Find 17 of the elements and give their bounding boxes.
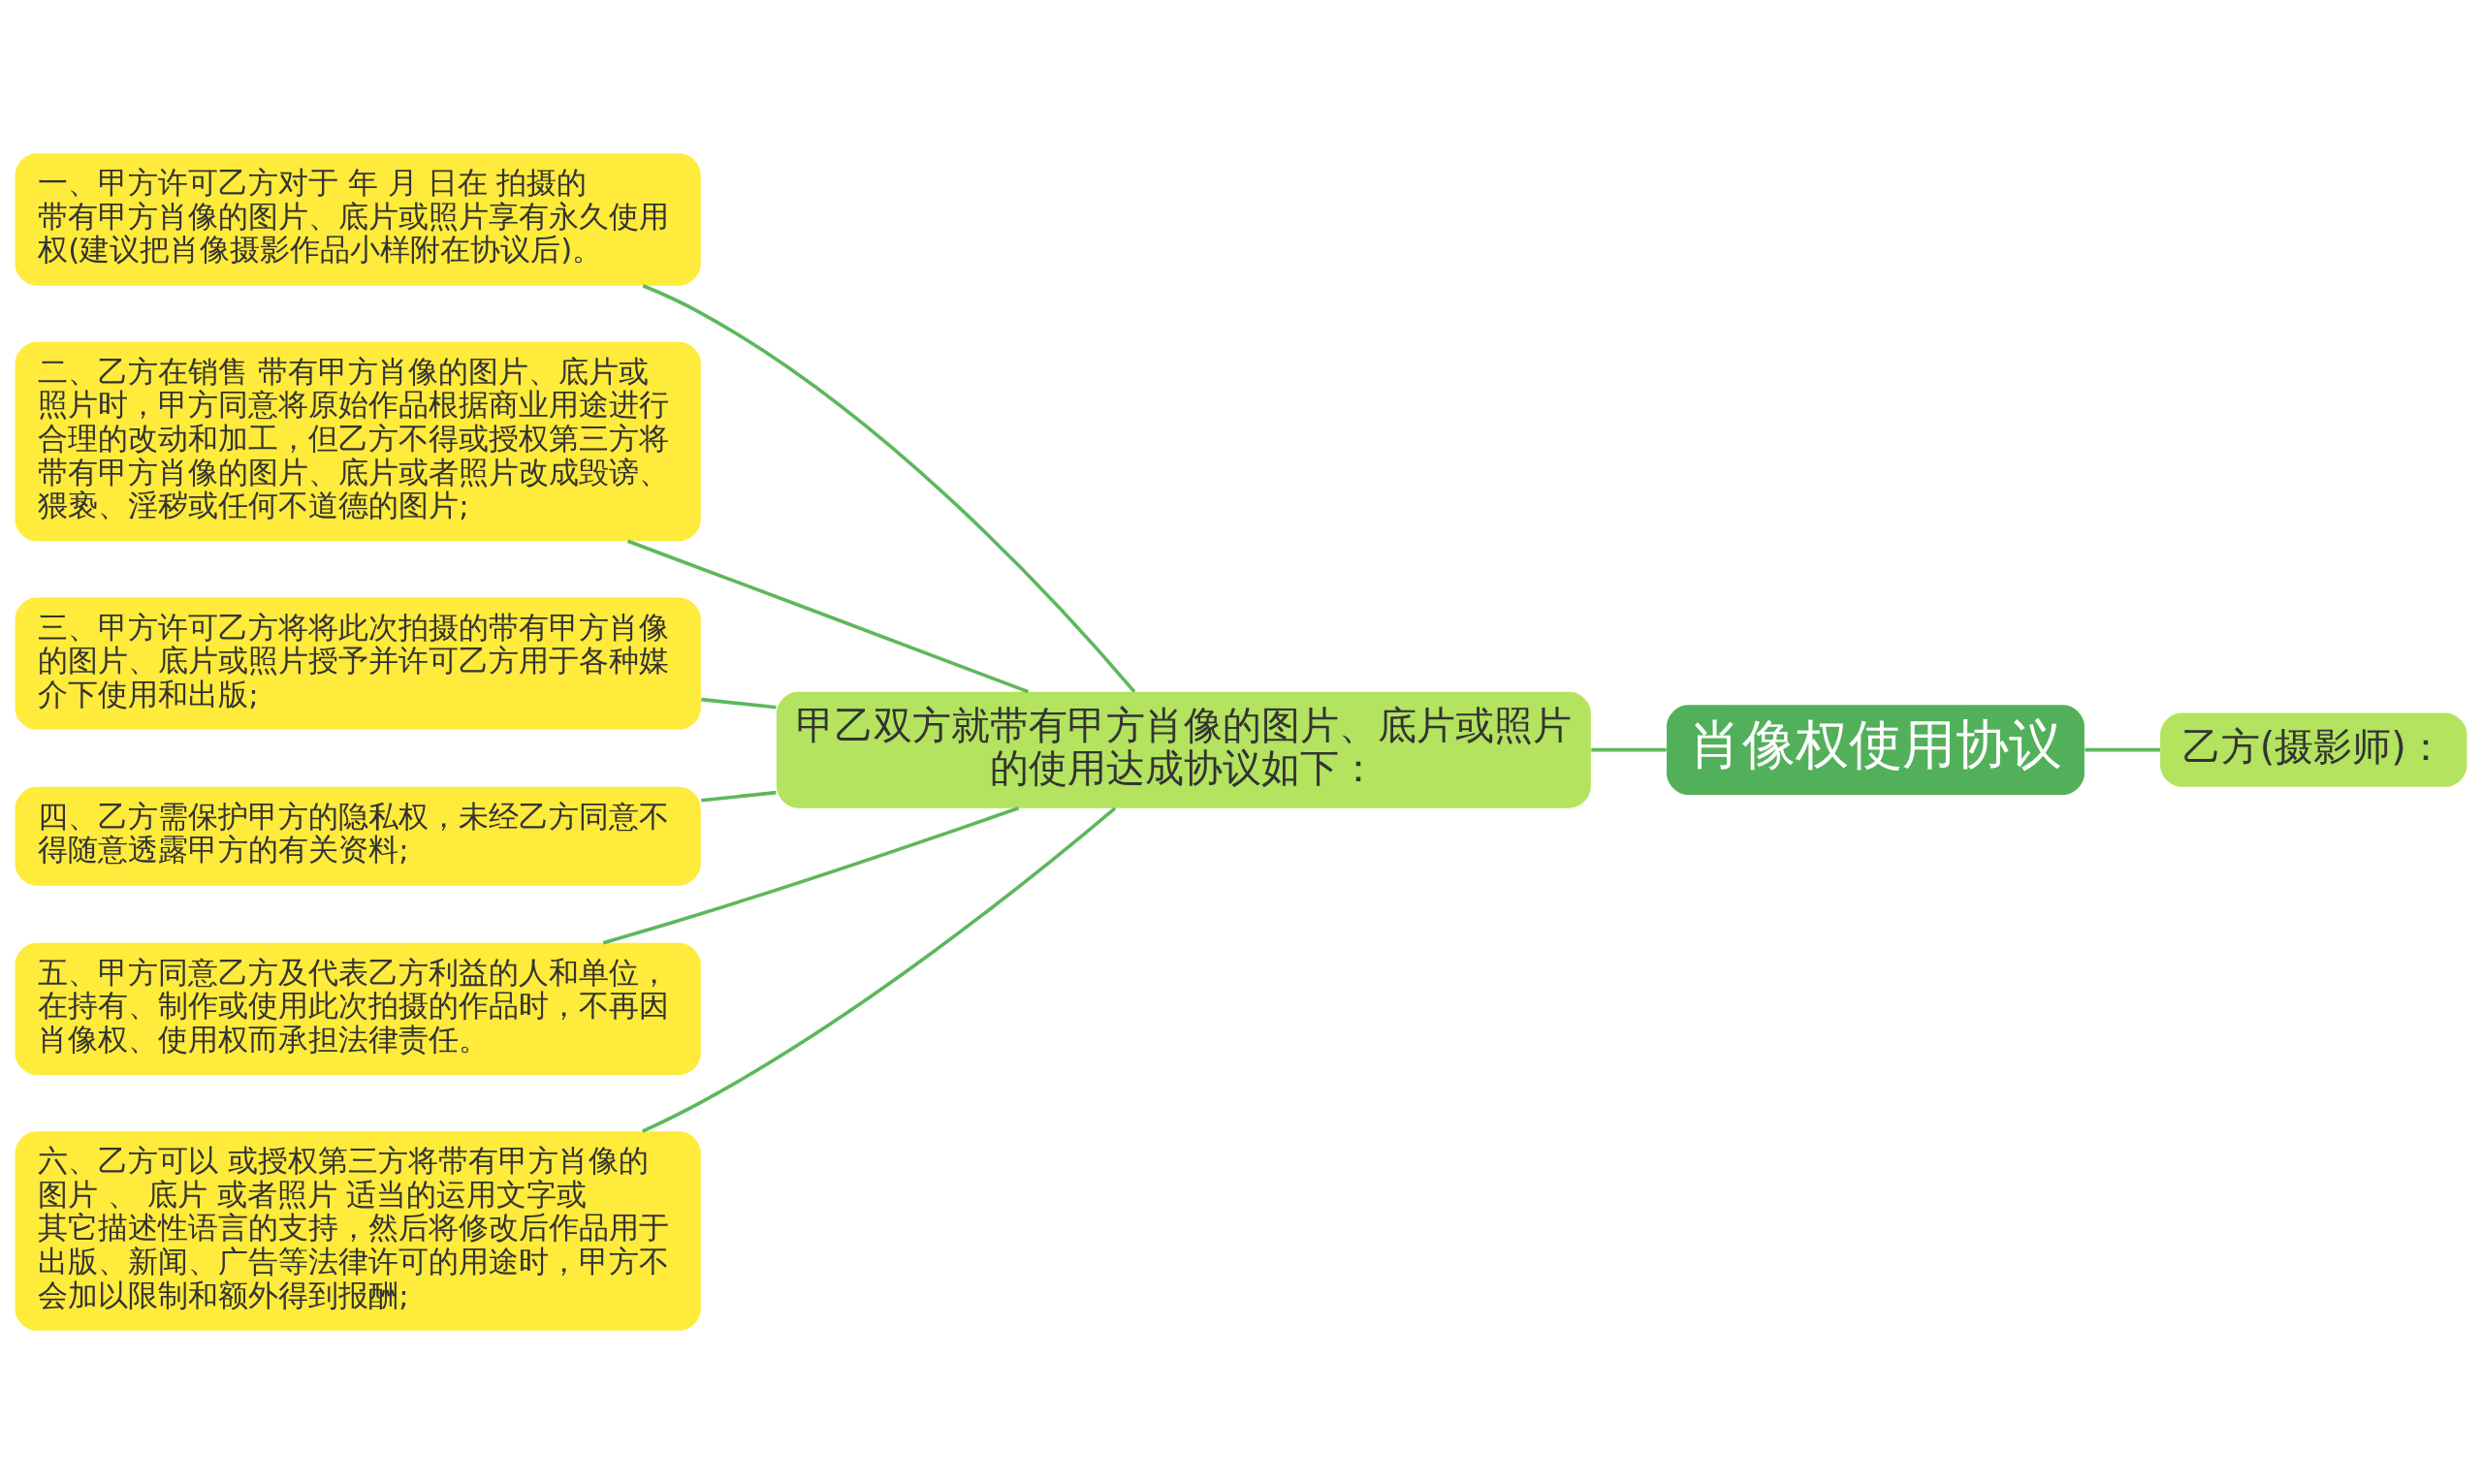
node-box: 甲乙双方就带有甲方肖像的图片、底片或照片的使用达成协议如下： xyxy=(776,691,1591,808)
node-box: 六、乙方可以 或授权第三方将带有甲方肖像的图片 、 底片 或者照片 适当的运用文字或其它描述性语言的支持，然后将修改后作品用于出版、新闻、广告等法律许可的用途时，甲方不会加以限制和额外得到报酬; xyxy=(15,1131,701,1331)
connector xyxy=(602,806,1020,945)
connector xyxy=(701,697,777,710)
connector xyxy=(642,284,1136,693)
node-box: 肖像权使用协议 xyxy=(1667,705,2084,796)
connector xyxy=(626,539,1030,694)
node-box: 乙方(摄影师)： xyxy=(2160,712,2467,787)
connector xyxy=(701,790,777,803)
node-box: 一、甲方许可乙方对于 年 月 日在 拍摄的带有甲方肖像的图片、底片或照片享有永久使用权(建议把肖像摄影作品小样附在协议后)。 xyxy=(15,153,701,286)
node-box: 四、乙方需保护甲方的隐私权，未经乙方同意不得随意透露甲方的有关资料; xyxy=(15,786,701,886)
connector xyxy=(2084,747,2160,752)
connector xyxy=(1591,747,1667,752)
node-box: 五、甲方同意乙方及代表乙方利益的人和单位，在持有、制作或使用此次拍摄的作品时，不再因肖像权、使用权而承担法律责任。 xyxy=(15,942,701,1076)
node-box: 二、乙方在销售 带有甲方肖像的图片、底片或照片时，甲方同意将原始作品根据商业用途进行合理的改动和加工，但乙方不得或授权第三方将带有甲方肖像的图片、底片或者照片改成毁谤、猥亵、淫秽或任何不道德的图片; xyxy=(15,341,701,542)
node-box: 三、甲方许可乙方将将此次拍摄的带有甲方肖像的图片、底片或照片授予并许可乙方用于各种媒介下使用和出版; xyxy=(15,597,701,730)
connector xyxy=(641,806,1117,1133)
